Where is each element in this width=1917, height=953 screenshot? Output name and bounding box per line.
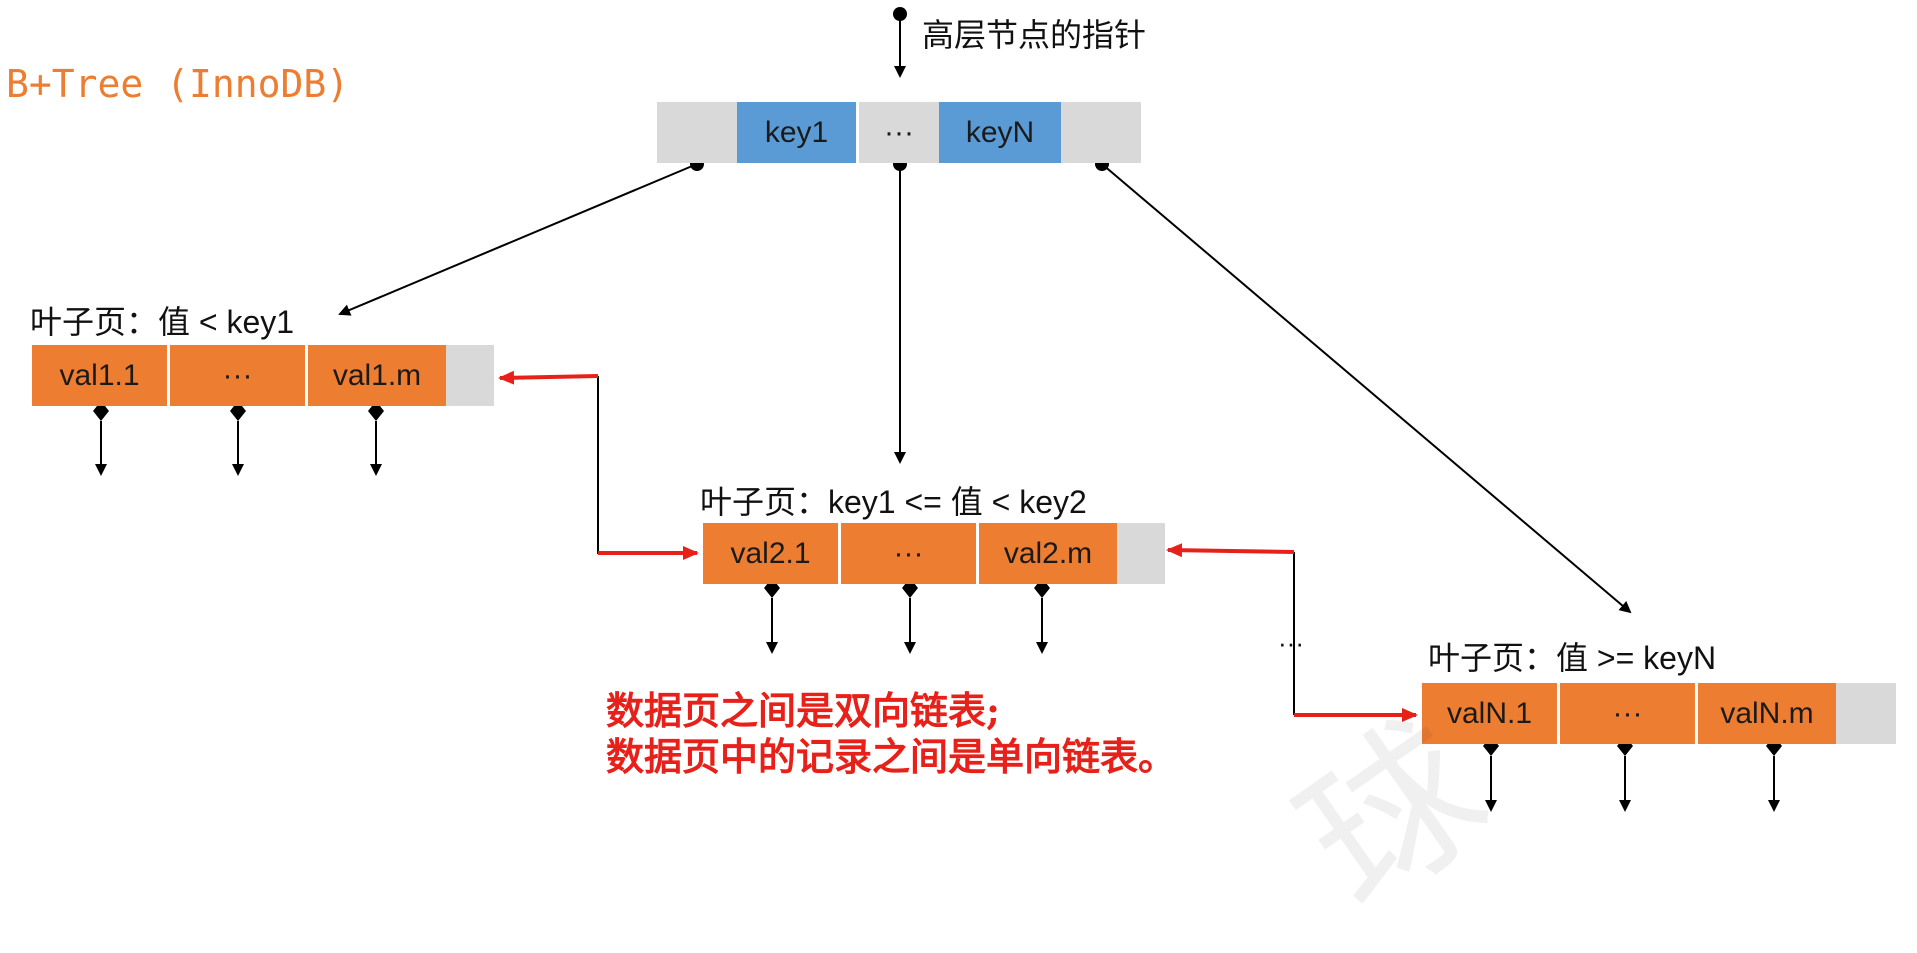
next-page-pointer-cell: [1117, 523, 1165, 584]
leaf-n-label: 叶子页：值 >= keyN: [1428, 640, 1717, 676]
linked-list-note: 数据页之间是双向链表; 数据页中的记录之间是单向链表。: [606, 688, 1176, 780]
leaf-n-record-pointers: [1483, 736, 1782, 812]
value-cell: val2.m: [979, 523, 1117, 584]
connector-lines: [93, 7, 1782, 812]
leaf-1-record-pointers: [93, 401, 384, 476]
page-link-2-n: [1166, 543, 1418, 722]
more-pages-ellipsis: ···: [1278, 628, 1304, 658]
next-page-pointer-cell: [1836, 683, 1896, 744]
key-cell: keyN: [939, 102, 1061, 163]
page-link-1-2: [498, 370, 699, 560]
leaf-1-label: 叶子页：值 < key1: [30, 304, 295, 340]
value-cell: val1.m: [308, 345, 446, 406]
next-page-pointer-cell: [446, 345, 494, 406]
note-line-2: 数据页中的记录之间是单向链表。: [606, 734, 1177, 779]
leaf-2-label: 叶子页：key1 <= 值 < key2: [700, 484, 1087, 520]
b-tree-diagram: B+Tree (InnoDB): [6, 7, 1896, 946]
pointer-cell: [1061, 102, 1141, 163]
value-cell: valN.1: [1422, 683, 1560, 744]
child-pointer-right: [1095, 157, 1632, 614]
value-cell: ···: [841, 523, 979, 584]
higher-node-pointer-label: 高层节点的指针: [922, 17, 1147, 53]
key-cell: ···: [859, 102, 939, 163]
key-cell: key1: [737, 102, 859, 163]
value-cell: val1.1: [32, 345, 170, 406]
top-pointer-arrow: [893, 7, 907, 78]
diagram-title: B+Tree (InnoDB): [6, 62, 350, 106]
value-cell: val2.1: [703, 523, 841, 584]
child-pointer-left: [338, 157, 704, 316]
value-cell: ···: [1560, 683, 1698, 744]
note-line-1: 数据页之间是双向链表;: [606, 688, 1001, 733]
pointer-cell: [657, 102, 737, 163]
leaf-2-record-pointers: [764, 578, 1050, 654]
child-pointer-middle: [893, 157, 907, 464]
value-cell: valN.m: [1698, 683, 1836, 744]
value-cell: ···: [170, 345, 308, 406]
